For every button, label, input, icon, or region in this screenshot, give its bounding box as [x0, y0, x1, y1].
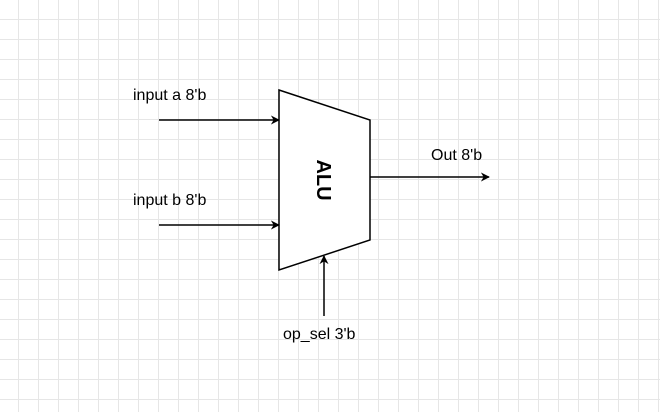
input-b-label: input b 8'b — [133, 192, 206, 209]
output-label: Out 8'b — [431, 147, 482, 164]
input-a-label: input a 8'b — [133, 87, 206, 104]
op-sel-label: op_sel 3'b — [283, 326, 356, 343]
alu-label: ALU — [312, 159, 334, 200]
alu-block[interactable] — [278, 88, 371, 272]
